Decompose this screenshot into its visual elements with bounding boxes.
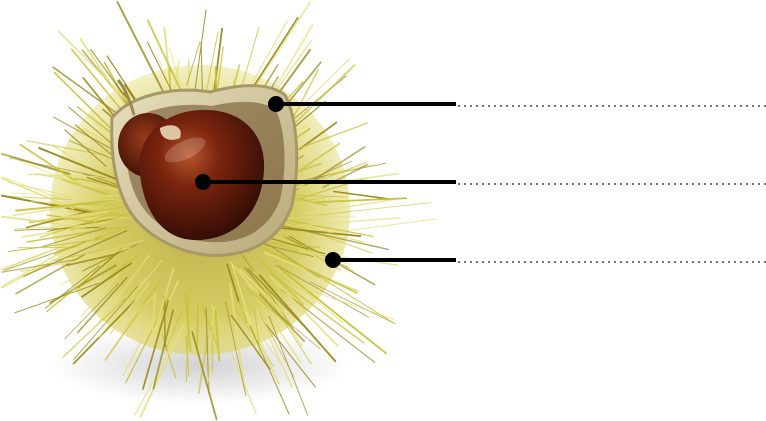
burr-spine	[197, 303, 198, 349]
pointer-dot	[268, 96, 284, 112]
burr-spine	[165, 297, 166, 347]
pointer-dot	[325, 252, 341, 268]
callout-husk-lining	[268, 96, 766, 112]
callout-spiny-burr	[325, 252, 766, 268]
pointer-dot	[195, 174, 211, 190]
